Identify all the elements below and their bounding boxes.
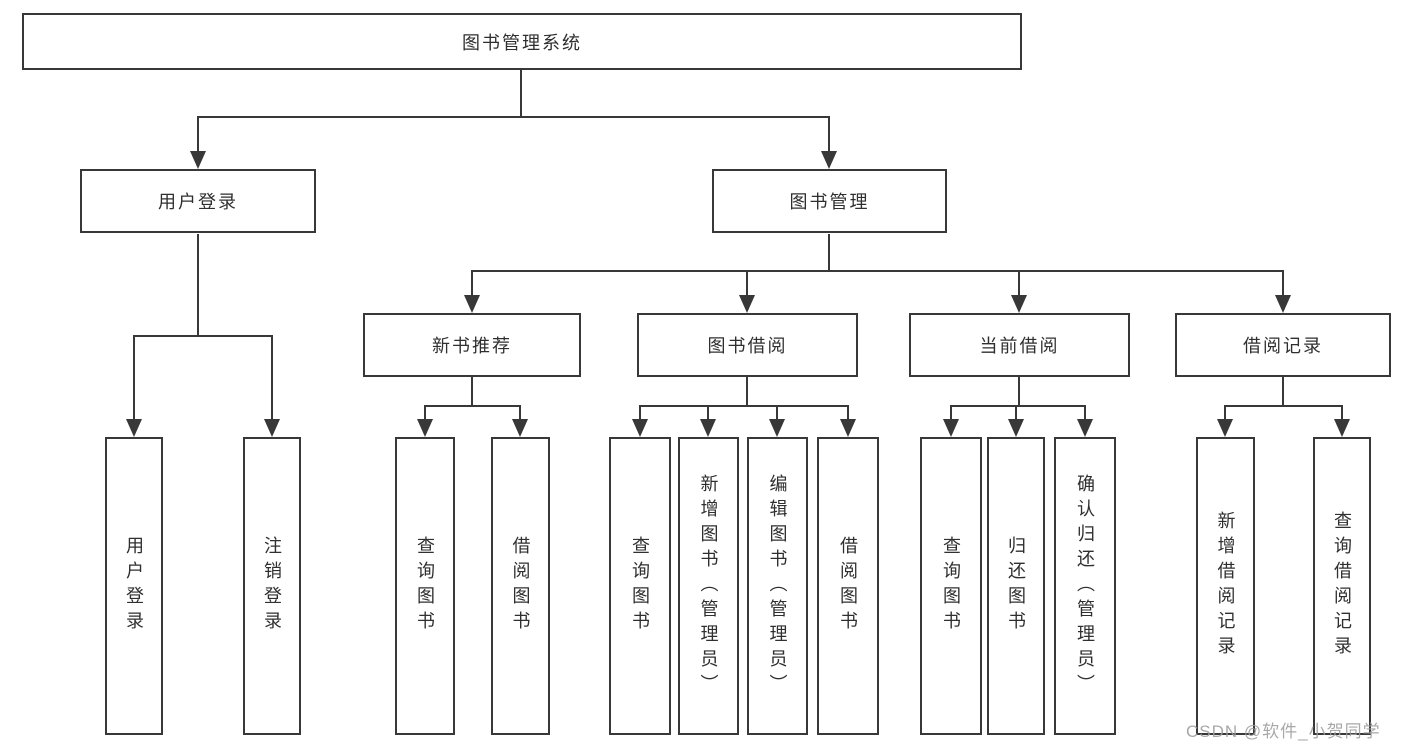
connector-vertical [519, 406, 521, 421]
connector-vertical [828, 234, 830, 271]
arrow-down-icon [840, 419, 856, 437]
arrow-down-icon [1077, 419, 1093, 437]
arrow-down-icon [1275, 295, 1291, 313]
connector-vertical [197, 117, 199, 153]
leaf-return-books: 归还图书 [987, 437, 1045, 735]
arrow-down-icon [264, 419, 280, 437]
connector-vertical [1015, 406, 1017, 421]
leaf-borrow-books-recommend: 借阅图书 [491, 437, 550, 735]
connector-horizontal [639, 405, 849, 407]
node-book-borrowing: 图书借阅 [637, 313, 858, 377]
connector-vertical [746, 377, 748, 406]
watermark: CSDN @软件_小贺同学 [1186, 722, 1381, 741]
leaf-label: 查询借阅记录 [1332, 511, 1352, 661]
leaf-label: 查询图书 [415, 536, 435, 636]
node-label: 借阅记录 [1243, 336, 1323, 356]
connector-vertical [1282, 377, 1284, 406]
node-new-book-recommendation: 新书推荐 [363, 313, 581, 377]
leaf-query-books-current: 查询图书 [920, 437, 982, 735]
leaf-label: 新增借阅记录 [1215, 511, 1236, 661]
connector-vertical [197, 234, 199, 336]
leaf-add-book-admin: 新增图书（管理员） [678, 437, 739, 735]
leaf-label: 用户登录 [124, 536, 144, 636]
arrow-down-icon [1011, 295, 1027, 313]
arrow-down-icon [1334, 419, 1350, 437]
connector-vertical [746, 271, 748, 297]
leaf-borrow-books: 借阅图书 [817, 437, 879, 735]
connector-vertical [828, 117, 830, 153]
arrow-down-icon [821, 151, 837, 169]
leaf-query-books-borrow: 查询图书 [609, 437, 671, 735]
arrow-down-icon [769, 419, 785, 437]
connector-vertical [776, 406, 778, 421]
node-library-management-system: 图书管理系统 [22, 13, 1022, 70]
connector-vertical [1224, 406, 1226, 421]
leaf-label: 借阅图书 [510, 536, 531, 636]
connector-vertical [707, 406, 709, 421]
connector-vertical [271, 336, 273, 421]
connector-vertical [471, 271, 473, 297]
node-label: 图书管理系统 [462, 32, 582, 53]
connector-vertical [1018, 271, 1020, 297]
arrow-down-icon [126, 419, 142, 437]
connector-vertical [1282, 271, 1284, 297]
arrow-down-icon [190, 151, 206, 169]
connector-horizontal [1224, 405, 1343, 407]
leaf-label: 归还图书 [1006, 536, 1026, 636]
arrow-down-icon [632, 419, 648, 437]
arrow-down-icon [943, 419, 959, 437]
leaf-label: 借阅图书 [838, 536, 858, 636]
arrow-down-icon [739, 295, 755, 313]
connector-vertical [1018, 377, 1020, 406]
leaf-label: 注销登录 [262, 536, 282, 636]
connector-vertical [950, 406, 952, 421]
leaf-label: 新增图书（管理员） [698, 473, 719, 699]
arrow-down-icon [700, 419, 716, 437]
leaf-confirm-return-admin: 确认归还（管理员） [1054, 437, 1116, 735]
connector-horizontal [133, 335, 273, 337]
node-label: 用户登录 [158, 192, 238, 212]
leaf-label: 查询图书 [941, 536, 961, 636]
connector-vertical [133, 336, 135, 421]
connector-vertical [1341, 406, 1343, 421]
node-book-management: 图书管理 [712, 169, 947, 233]
node-label: 当前借阅 [979, 336, 1060, 356]
leaf-label: 查询图书 [630, 536, 650, 636]
arrow-down-icon [464, 295, 480, 313]
node-borrowing-records: 借阅记录 [1175, 313, 1391, 377]
arrow-down-icon [417, 419, 433, 437]
connector-vertical [520, 70, 522, 117]
connector-vertical [847, 406, 849, 421]
leaf-query-borrow-record: 查询借阅记录 [1313, 437, 1371, 735]
node-label: 图书管理 [789, 192, 870, 212]
connector-horizontal [197, 116, 830, 118]
leaf-label: 编辑图书（管理员） [767, 473, 788, 699]
node-current-borrowing: 当前借阅 [909, 313, 1130, 377]
connector-vertical [424, 406, 426, 421]
connector-vertical [1084, 406, 1086, 421]
leaf-add-borrow-record: 新增借阅记录 [1196, 437, 1255, 735]
connector-horizontal [471, 270, 1284, 272]
connector-horizontal [424, 405, 521, 407]
leaf-user-login: 用户登录 [105, 437, 163, 735]
arrow-down-icon [1008, 419, 1024, 437]
node-user-login: 用户登录 [80, 169, 316, 233]
leaf-label: 确认归还（管理员） [1075, 473, 1095, 699]
leaf-logout: 注销登录 [243, 437, 301, 735]
leaf-edit-book-admin: 编辑图书（管理员） [747, 437, 808, 735]
connector-vertical [639, 406, 641, 421]
leaf-query-books-recommend: 查询图书 [395, 437, 455, 735]
connector-vertical [471, 377, 473, 406]
arrow-down-icon [512, 419, 528, 437]
arrow-down-icon [1217, 419, 1233, 437]
node-label: 图书借阅 [707, 336, 788, 356]
connector-horizontal [950, 405, 1086, 407]
node-label: 新书推荐 [432, 336, 512, 356]
